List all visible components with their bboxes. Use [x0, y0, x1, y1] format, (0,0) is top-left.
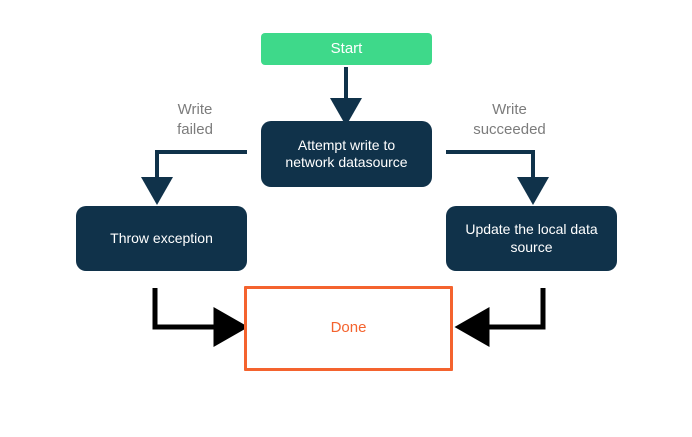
- node-throw-exception[interactable]: Throw exception: [76, 206, 247, 271]
- node-start-label: Start: [330, 39, 363, 57]
- edge-attempt-to-throw: [141, 150, 247, 205]
- edge-label-write-succeeded: Write succeeded: [473, 101, 546, 138]
- node-throw-exception-label: Throw exception: [110, 229, 213, 246]
- node-attempt-write[interactable]: Attempt write to network datasource: [261, 121, 432, 187]
- edge-label-write-failed: Write failed: [177, 101, 213, 138]
- node-start[interactable]: Start: [261, 33, 432, 65]
- node-done-label: Done: [330, 319, 367, 337]
- node-update-local-data-source[interactable]: Update the local data source: [446, 206, 617, 271]
- edge-attempt-to-update: [446, 150, 549, 205]
- node-update-local-data-source-label: Update the local data source: [465, 221, 598, 255]
- node-attempt-write-label: Attempt write to network datasource: [285, 136, 408, 171]
- edge-throw-to-done: [152, 288, 249, 347]
- edge-update-to-done: [454, 288, 546, 347]
- node-done[interactable]: Done: [244, 286, 453, 371]
